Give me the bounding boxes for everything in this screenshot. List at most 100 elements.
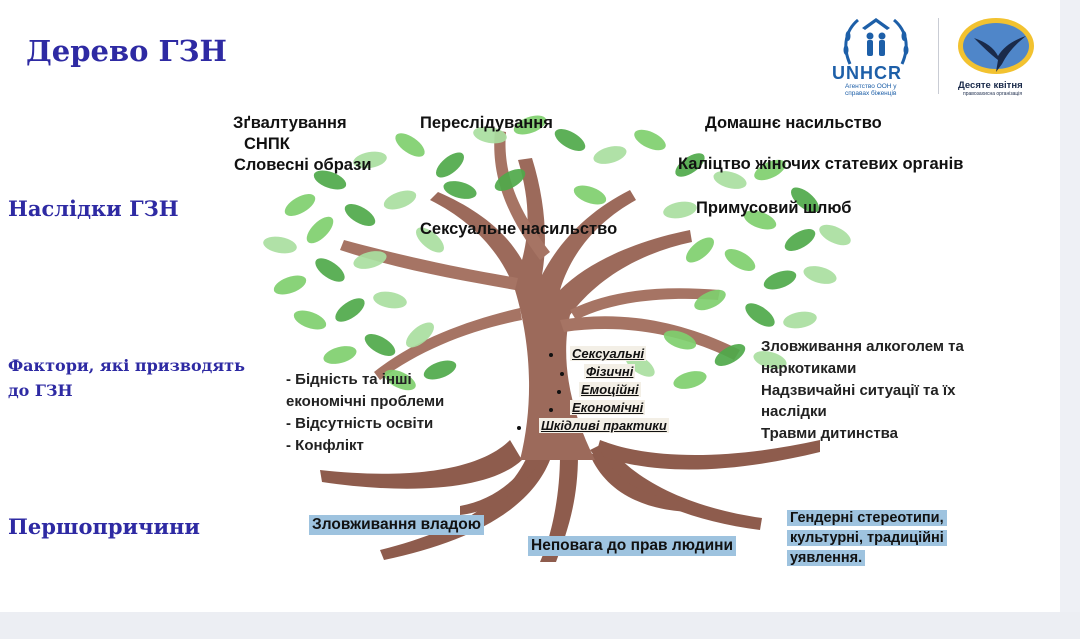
leaf <box>685 237 715 263</box>
leaf <box>783 311 817 329</box>
label-sexual-violence: Сексуальне насильство <box>420 220 618 238</box>
leaf <box>315 258 345 282</box>
tree-illustration <box>263 115 851 562</box>
leaf <box>673 371 707 389</box>
bullet <box>560 372 564 376</box>
leaf <box>593 146 627 164</box>
leaf <box>344 204 376 226</box>
page-title: Дерево ГЗН <box>26 34 227 68</box>
partner-name: Десяте квітня <box>958 80 1023 91</box>
slide: Дерево ГЗН Наслідки ГЗН Фактори, які при… <box>0 0 1060 612</box>
leaf <box>743 210 777 230</box>
roots <box>320 440 820 562</box>
leaf <box>634 129 666 151</box>
leaf <box>384 369 416 391</box>
factor-left-2: економічні проблеми <box>286 393 445 410</box>
leaf <box>313 170 347 190</box>
leaf <box>335 298 365 322</box>
unhcr-emblem-icon <box>843 18 909 65</box>
section-root-causes: Першопричини <box>8 514 200 539</box>
bullet <box>557 390 561 394</box>
swallow-logo-icon <box>958 18 1034 74</box>
factor-left-1: - Бідність та інші <box>286 371 412 388</box>
factor-right-1: Зловживання алкоголем та <box>761 338 964 355</box>
leaf <box>293 310 327 330</box>
bullet <box>549 353 553 357</box>
leaf <box>435 152 465 178</box>
leaf <box>675 153 705 177</box>
leaves <box>263 115 851 391</box>
factor-left-3: - Відсутність освіти <box>286 415 434 432</box>
type-emotional: Емоційні <box>579 382 641 397</box>
factor-right-3: Надзвичайні ситуації та їх <box>761 382 956 399</box>
factor-left-4: - Конфлікт <box>286 437 364 454</box>
leaf <box>373 291 407 309</box>
root-stereotypes-2: культурні, традиційні <box>787 530 947 546</box>
leaf <box>364 334 396 356</box>
leaf <box>714 344 746 366</box>
leaf <box>443 181 477 199</box>
branches <box>340 130 740 380</box>
section-consequences: Наслідки ГЗН <box>8 196 179 221</box>
label-snpk: СНПК <box>244 135 290 153</box>
leaf <box>573 185 607 205</box>
factor-right-4: наслідки <box>761 403 827 420</box>
leaf <box>306 216 334 244</box>
leaf <box>803 266 837 284</box>
leaf <box>694 289 726 311</box>
leaf <box>284 194 316 216</box>
label-domestic-violence: Домашнє насильство <box>705 114 882 132</box>
factor-right-2: наркотиками <box>761 360 857 377</box>
leaf <box>763 270 797 290</box>
leaf <box>745 303 775 327</box>
leaf <box>323 346 357 364</box>
leaf <box>494 169 526 191</box>
unhcr-wordmark: UNHCR <box>832 63 902 83</box>
type-harmful-practices: Шкідливі практики <box>539 418 669 433</box>
leaf <box>423 360 457 380</box>
leaf <box>473 126 507 144</box>
section-factors-line2: до ГЗН <box>8 381 73 400</box>
root-rights-disrespect: Неповага до прав людини <box>528 536 737 556</box>
type-economic: Економічні <box>570 400 646 415</box>
leaf <box>713 171 747 189</box>
root-stereotypes-3: уявлення. <box>787 550 866 566</box>
bottom-strip <box>0 612 1080 639</box>
label-forced-marriage: Примусовий шлюб <box>696 199 852 217</box>
unhcr-subtitle-1: Агентство ООН у <box>845 83 897 90</box>
root-stereotypes-1: Гендерні стереотипи, <box>787 510 947 526</box>
trunk <box>430 158 692 460</box>
leaf <box>554 129 586 151</box>
type-sexual: Сексуальні <box>570 346 647 361</box>
leaf <box>754 159 786 181</box>
leaf <box>819 224 851 246</box>
root-power-abuse: Зловживання владою <box>309 515 485 535</box>
leaf <box>663 201 697 219</box>
label-verbal-abuse: Словесні образи <box>234 156 372 174</box>
type-physical: Фізичні <box>584 364 636 379</box>
leaf <box>395 133 425 157</box>
leaf <box>273 275 307 295</box>
leaf <box>383 190 417 210</box>
leaf <box>513 115 547 135</box>
label-fgm: Каліцтво жіночих статевих органів <box>678 155 964 173</box>
factor-right-5: Травми дитинства <box>761 425 899 442</box>
leaf <box>263 236 297 254</box>
leaf <box>663 330 697 350</box>
leaf <box>353 251 387 269</box>
partner-subtitle: правозахисна організація <box>963 91 1023 97</box>
leaf <box>353 151 387 169</box>
logo-divider <box>938 18 939 94</box>
leaf <box>753 351 787 369</box>
unhcr-subtitle-2: справах біженців <box>845 90 897 97</box>
bullet <box>549 408 553 412</box>
section-factors-line1: Фактори, які призводять <box>8 356 245 375</box>
leaf <box>790 187 820 213</box>
logos: UNHCR Агентство ООН у справах біженців Д… <box>828 14 1048 98</box>
label-persecution: Переслідування <box>420 114 553 132</box>
leaf <box>784 229 816 251</box>
leaf <box>405 322 435 348</box>
bullet <box>517 426 521 430</box>
leaf <box>415 227 445 253</box>
leaf <box>724 249 756 271</box>
